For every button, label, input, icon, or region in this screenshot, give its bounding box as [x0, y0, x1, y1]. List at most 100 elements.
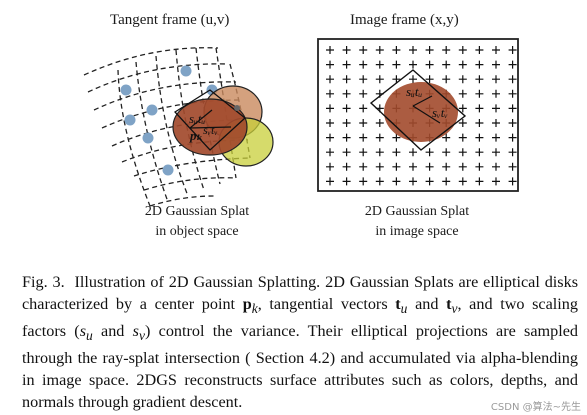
caption-tv: t	[446, 295, 452, 313]
pixel-marker	[375, 133, 384, 142]
pixel-marker	[492, 60, 500, 69]
pixel-marker	[492, 46, 500, 54]
pixel-marker	[458, 133, 467, 142]
right-caption-line1: 2D Gaussian Splat	[364, 204, 470, 219]
pixel-marker	[492, 104, 500, 113]
pixel-marker	[375, 75, 384, 84]
pixel-marker	[458, 60, 467, 69]
pixel-marker	[375, 60, 384, 69]
pixel-marker	[359, 148, 368, 157]
pixel-marker	[442, 46, 451, 54]
pixel-marker	[508, 119, 517, 127]
pixel-marker	[392, 75, 401, 84]
pixel-marker	[458, 148, 467, 157]
pixel-marker	[475, 119, 484, 127]
pixel-marker	[508, 60, 517, 69]
caption-sv-sub: v	[138, 328, 145, 344]
pixel-marker	[458, 177, 467, 186]
pixel-marker	[342, 133, 351, 142]
caption-part3: and	[407, 295, 447, 313]
pixel-marker	[342, 75, 351, 84]
caption-part6: ) control the variance. Their elliptical…	[22, 322, 579, 412]
figure-caption: Fig. 3. Illustration of 2D Gaussian Spla…	[22, 271, 578, 413]
pixel-marker	[492, 119, 500, 127]
left-panel-caption: 2D Gaussian Splat in object space	[122, 202, 272, 242]
pixel-marker	[359, 89, 368, 98]
right-caption-line2: in image space	[375, 224, 459, 239]
caption-su: s	[79, 322, 87, 341]
pixel-marker	[492, 162, 500, 171]
left-caption-line1: 2D Gaussian Splat	[144, 204, 250, 219]
pixel-marker	[475, 75, 484, 84]
caption-tu: t	[395, 295, 401, 313]
pixel-marker	[492, 148, 500, 157]
pixel-marker	[375, 119, 384, 127]
figure: sᵤtᵤ sᵥtᵥ pₖ sᵤtᵤ sᵥtᵥ Tangent frame (u,…	[83, 12, 519, 242]
left-pk-label: pₖ	[189, 128, 203, 143]
caption-part1: Illustration of 2D Gaussian Splatting. 2…	[22, 273, 578, 313]
pixel-marker	[342, 89, 351, 98]
pixel-marker	[458, 89, 467, 98]
pixel-marker	[475, 177, 484, 186]
pixel-marker	[442, 75, 451, 84]
pixel-marker	[442, 162, 451, 171]
pixel-marker	[492, 75, 500, 84]
pixel-marker	[425, 148, 434, 157]
right-splat	[369, 69, 467, 151]
pixel-marker	[458, 46, 467, 54]
pixel-marker	[342, 46, 351, 54]
pixel-marker	[342, 104, 351, 113]
pixel-marker	[326, 46, 334, 54]
pixel-marker	[326, 177, 334, 186]
right-panel-title: Image frame (x,y)	[350, 12, 459, 28]
pixel-marker	[326, 162, 334, 171]
pixel-marker	[442, 60, 451, 69]
pixel-marker	[375, 162, 384, 171]
right-splat-labels: sᵤtᵤ sᵥtᵥ	[406, 84, 448, 120]
pixel-marker	[508, 177, 517, 186]
pixel-marker	[508, 162, 517, 171]
pixel-marker	[326, 60, 334, 69]
pixel-marker	[359, 133, 368, 142]
pixel-marker	[475, 148, 484, 157]
figure-illustration: sᵤtᵤ sᵥtᵥ pₖ sᵤtᵤ sᵥtᵥ	[83, 38, 519, 207]
pixel-marker	[359, 60, 368, 69]
pixel-marker	[392, 60, 401, 69]
pixel-marker	[492, 177, 500, 186]
pixel-marker	[359, 104, 368, 113]
pixel-marker	[425, 75, 434, 84]
pixel-marker	[475, 104, 484, 113]
pixel-marker	[326, 133, 334, 142]
pixel-marker	[475, 133, 484, 142]
pixel-marker	[326, 75, 334, 84]
pixel-marker	[409, 60, 417, 69]
pixel-marker	[508, 104, 517, 113]
pixel-marker	[342, 119, 351, 127]
pixel-marker	[342, 162, 351, 171]
left-su-tu-label: sᵤtᵤ	[189, 111, 205, 126]
pixel-marker	[475, 162, 484, 171]
pixel-marker	[326, 104, 334, 113]
pixel-marker	[508, 75, 517, 84]
caption-part5: and	[92, 322, 133, 341]
pixel-marker	[326, 89, 334, 98]
pixel-marker	[392, 177, 401, 186]
left-splats	[172, 85, 274, 167]
pixel-marker	[409, 148, 417, 157]
pixel-marker	[392, 148, 401, 157]
pixel-marker	[375, 148, 384, 157]
right-su-tu-label: sᵤtᵤ	[406, 84, 422, 99]
left-sv-tv-label: sᵥtᵥ	[203, 123, 218, 137]
pixel-marker	[475, 60, 484, 69]
caption-part4: , and two scaling factors (	[22, 295, 578, 341]
pixel-marker	[492, 133, 500, 142]
pixel-marker	[375, 46, 384, 54]
caption-fig-label: Fig. 3.	[22, 273, 65, 291]
pixel-marker	[409, 75, 417, 84]
pixel-marker	[458, 75, 467, 84]
gaussian-points	[120, 65, 218, 176]
pixel-marker	[508, 46, 517, 54]
pixel-marker	[425, 162, 434, 171]
pixel-marker	[409, 177, 417, 186]
pixel-marker	[392, 162, 401, 171]
